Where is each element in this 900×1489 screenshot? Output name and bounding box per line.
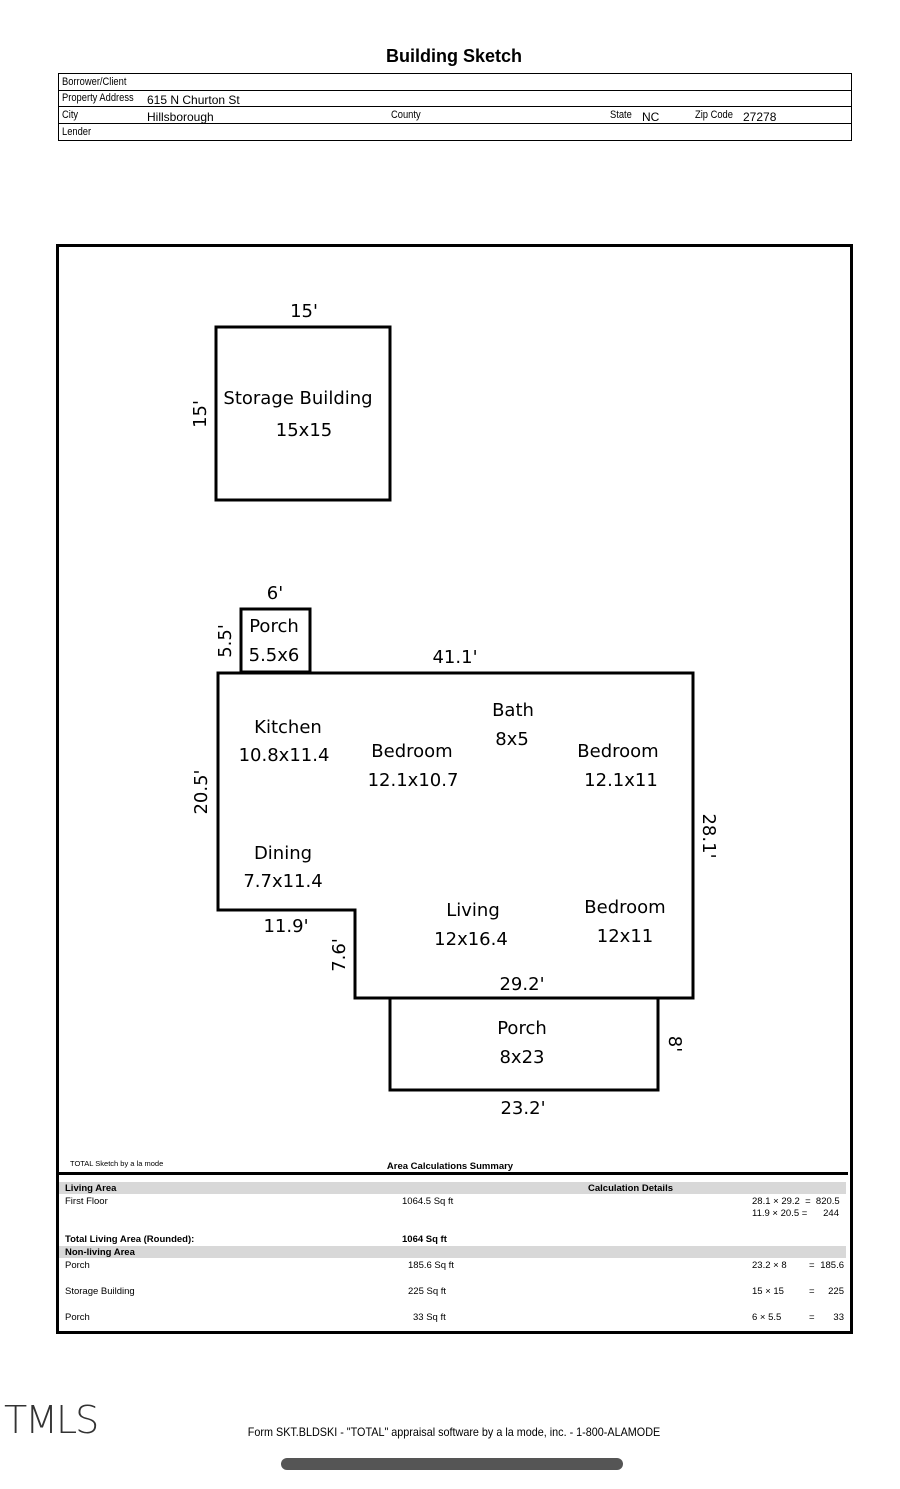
first-floor-value: 1064.5 Sq ft xyxy=(402,1196,454,1207)
non-living-row-equals: = xyxy=(809,1286,815,1297)
small-porch-left-dimension: 5.5' xyxy=(215,624,236,658)
lender-label: Lender xyxy=(62,126,92,138)
city-row: City Hillsborough County State NC Zip Co… xyxy=(59,107,851,124)
non-living-row-label: Porch xyxy=(65,1312,90,1323)
kitchen-label: Kitchen xyxy=(254,717,322,738)
state-label: State xyxy=(610,109,632,121)
kitchen-size: 10.8x11.4 xyxy=(239,745,330,766)
non-living-row-equals: = xyxy=(809,1312,815,1323)
page-title: Building Sketch xyxy=(385,46,522,66)
non-living-row-calc: 23.2 × 8 xyxy=(752,1260,787,1271)
storage-building-outline xyxy=(214,325,392,502)
storage-label: Storage Building xyxy=(223,388,372,409)
bedroom-2-label: Bedroom xyxy=(577,741,658,762)
sketch-frame xyxy=(56,244,853,1334)
first-floor-calc-1: 28.1 × 29.2 = 820.5 xyxy=(752,1196,840,1207)
address-row: Property Address 615 N Churton St xyxy=(59,90,851,107)
non-living-row-value: 33 Sq ft xyxy=(413,1312,446,1323)
dining-size: 7.7x11.4 xyxy=(243,871,322,892)
small-porch-size: 5.5x6 xyxy=(249,645,300,666)
zip-label: Zip Code xyxy=(695,109,733,121)
large-porch-right-dimension: 8' xyxy=(664,1036,685,1052)
county-label: County xyxy=(391,109,421,121)
bedroom-3-size: 12x11 xyxy=(597,926,653,947)
non-living-row-calc: 6 × 5.5 xyxy=(752,1312,782,1323)
non-living-row-value: 185.6 Sq ft xyxy=(408,1260,454,1271)
state-value: NC xyxy=(642,110,660,124)
bedroom-2-size: 12.1x11 xyxy=(584,770,658,791)
house-bottom-dimension: 29.2' xyxy=(499,974,544,995)
borrower-label: Borrower/Client xyxy=(62,76,127,88)
large-porch-bottom-dimension: 23.2' xyxy=(500,1098,545,1119)
non-living-row-calc: 15 × 15 xyxy=(752,1286,784,1297)
total-living-area-value: 1064 Sq ft xyxy=(402,1234,447,1245)
large-porch-size: 8x23 xyxy=(499,1047,544,1068)
first-floor-label: First Floor xyxy=(65,1196,108,1207)
bath-label: Bath xyxy=(492,700,534,721)
house-outline xyxy=(216,671,695,1000)
property-header-table: Borrower/Client Property Address 615 N C… xyxy=(58,73,852,141)
living-area-label: Living Area xyxy=(65,1183,117,1194)
city-value: Hillsborough xyxy=(147,110,214,124)
house-left-dimension: 20.5' xyxy=(191,769,212,814)
tmls-logo: TMLS xyxy=(4,1398,99,1442)
form-footer: Form SKT.BLDSKI - "TOTAL" appraisal soft… xyxy=(247,1425,661,1439)
bedroom-3-label: Bedroom xyxy=(584,897,665,918)
city-label: City xyxy=(62,109,79,121)
address-label: Property Address xyxy=(62,92,134,104)
first-floor-calc-2: 11.9 × 20.5 = 244 xyxy=(752,1208,839,1219)
total-living-area-label: Total Living Area (Rounded): xyxy=(65,1234,195,1245)
software-credit: TOTAL Sketch by a la mode xyxy=(70,1159,164,1168)
non-living-area-band xyxy=(59,1246,846,1258)
storage-top-dimension: 15' xyxy=(290,301,318,322)
non-living-row-result: 225 xyxy=(828,1286,844,1297)
large-porch-outline xyxy=(388,998,660,1092)
bedroom-1-label: Bedroom xyxy=(371,741,452,762)
storage-size: 15x15 xyxy=(276,420,332,441)
home-indicator-bar[interactable] xyxy=(281,1458,623,1470)
floor-plan-sketch: 15' 15' Storage Building 15x15 6' 5.5' P… xyxy=(190,301,719,1119)
area-calculations-summary: Living Area Calculation Details First Fl… xyxy=(57,1172,848,1332)
zip-value: 27278 xyxy=(743,110,777,124)
small-porch-top-dimension: 6' xyxy=(267,583,283,604)
non-living-row-result: 185.6 xyxy=(820,1260,844,1271)
house-top-dimension: 41.1' xyxy=(432,647,477,668)
lender-row: Lender xyxy=(59,124,851,140)
house-right-dimension: 28.1' xyxy=(698,813,719,858)
summary-title: Area Calculations Summary xyxy=(386,1161,514,1172)
small-porch-label: Porch xyxy=(249,616,299,637)
large-porch-label: Porch xyxy=(497,1018,547,1039)
dining-label: Dining xyxy=(254,843,312,864)
bath-size: 8x5 xyxy=(495,729,529,750)
living-label: Living xyxy=(446,900,500,921)
non-living-row-result: 33 xyxy=(833,1312,844,1323)
house-step-horizontal-dimension: 11.9' xyxy=(263,916,308,937)
non-living-row-label: Storage Building xyxy=(65,1286,135,1297)
non-living-area-label: Non-living Area xyxy=(65,1247,135,1258)
living-size: 12x16.4 xyxy=(434,929,508,950)
borrower-row: Borrower/Client xyxy=(59,74,851,91)
living-area-band xyxy=(59,1182,846,1194)
calculation-details-label: Calculation Details xyxy=(588,1183,673,1194)
address-value: 615 N Churton St xyxy=(147,93,240,107)
storage-left-dimension: 15' xyxy=(190,400,211,428)
non-living-row-equals: = xyxy=(809,1260,815,1271)
house-step-vertical-dimension: 7.6' xyxy=(329,938,350,972)
bedroom-1-size: 12.1x10.7 xyxy=(368,770,459,791)
non-living-row-value: 225 Sq ft xyxy=(408,1286,447,1297)
non-living-row-label: Porch xyxy=(65,1260,90,1271)
